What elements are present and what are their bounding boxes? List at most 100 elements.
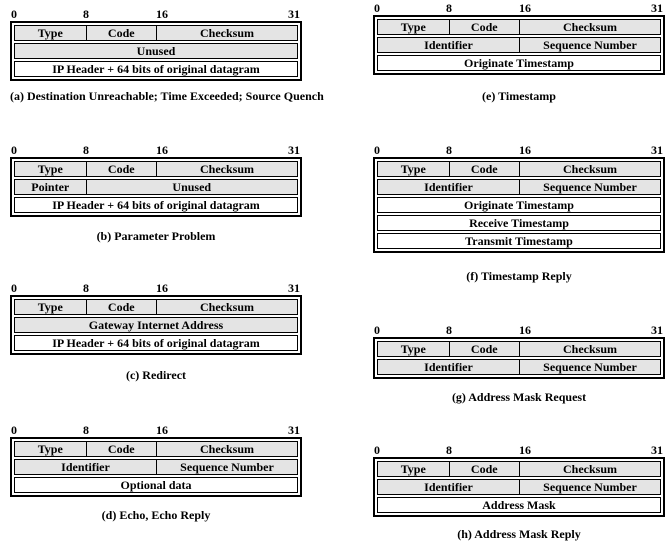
bit-ruler: 0 8 16 31: [373, 2, 665, 15]
bit-label: 31: [288, 7, 300, 21]
field-checksum: Checksum: [156, 300, 297, 314]
diagram-caption: (e) Timestamp: [482, 89, 556, 103]
field-identifier: Identifier: [424, 180, 473, 194]
field-code: Code: [448, 162, 520, 176]
field-checksum: Checksum: [156, 442, 297, 456]
field-checksum: Checksum: [519, 462, 660, 476]
bit-label: 8: [83, 423, 89, 437]
bit-label: 8: [83, 281, 89, 295]
diagram-caption: (b) Parameter Problem: [96, 229, 216, 243]
field-row: Unused: [14, 43, 298, 59]
bit-label: 16: [519, 1, 531, 15]
field-type: Type: [400, 162, 426, 176]
bit-label: 8: [446, 143, 452, 157]
field-ip-header-64-bits-of-original-datagram: IP Header + 64 bits of original datagram: [52, 198, 260, 212]
field-row: IP Header + 64 bits of original datagram: [14, 335, 298, 351]
field-row: Optional data: [14, 477, 298, 493]
diagram-caption: (a) Destination Unreachable; Time Exceed…: [10, 89, 324, 103]
bit-label: 0: [11, 143, 17, 157]
diagram-caption: (g) Address Mask Request: [451, 390, 587, 404]
bit-label: 16: [156, 7, 168, 21]
diagram-caption: (c) Redirect: [125, 368, 187, 382]
field-checksum: Checksum: [519, 342, 660, 356]
bit-label: 16: [519, 323, 531, 337]
bit-label: 31: [288, 423, 300, 437]
field-code: Code: [85, 162, 157, 176]
field-originate-timestamp: Originate Timestamp: [464, 198, 574, 212]
field-checksum: Checksum: [156, 162, 297, 176]
bit-label: 0: [374, 443, 380, 457]
field-type: Type: [400, 20, 426, 34]
field-checksum: Checksum: [519, 20, 660, 34]
field-row: Identifier Sequence Number: [377, 37, 661, 53]
field-type: Type: [37, 26, 63, 40]
bit-label: 31: [288, 281, 300, 295]
bit-label: 31: [651, 1, 663, 15]
bit-label: 0: [11, 423, 17, 437]
field-code: Code: [85, 26, 157, 40]
field-code: Code: [448, 462, 520, 476]
bit-label: 0: [374, 143, 380, 157]
bit-label: 8: [446, 443, 452, 457]
field-code: Code: [448, 342, 520, 356]
field-code: Code: [85, 300, 157, 314]
bit-label: 31: [651, 443, 663, 457]
bit-label: 0: [11, 281, 17, 295]
bit-label: 8: [446, 1, 452, 15]
bit-label: 0: [374, 1, 380, 15]
field-row: IP Header + 64 bits of original datagram: [14, 61, 298, 77]
field-originate-timestamp: Originate Timestamp: [464, 56, 574, 70]
field-identifier: Identifier: [424, 360, 473, 374]
field-identifier: Identifier: [424, 38, 473, 52]
field-type: Type: [37, 162, 63, 176]
field-checksum: Checksum: [156, 26, 297, 40]
field-ip-header-64-bits-of-original-datagram: IP Header + 64 bits of original datagram: [52, 62, 260, 76]
field-code: Code: [85, 442, 157, 456]
field-row: Transmit Timestamp: [377, 233, 661, 249]
field-checksum: Checksum: [519, 162, 660, 176]
diagram-caption: (d) Echo, Echo Reply: [101, 508, 211, 522]
bit-label: 8: [83, 7, 89, 21]
field-receive-timestamp: Receive Timestamp: [469, 216, 569, 230]
field-row: IP Header + 64 bits of original datagram: [14, 197, 298, 213]
bit-ruler: 0 8 16 31: [10, 424, 302, 437]
bit-label: 16: [156, 143, 168, 157]
field-address-mask: Address Mask: [482, 498, 556, 512]
field-code: Code: [448, 20, 520, 34]
field-unused: Unused: [136, 44, 176, 58]
field-sequence-number: Sequence Number: [519, 38, 660, 52]
bit-label: 0: [374, 323, 380, 337]
bit-label: 31: [651, 143, 663, 157]
field-pointer: Pointer: [31, 180, 70, 194]
field-transmit-timestamp: Transmit Timestamp: [465, 234, 573, 248]
bit-label: 8: [446, 323, 452, 337]
bit-label: 16: [156, 423, 168, 437]
bit-label: 8: [83, 143, 89, 157]
